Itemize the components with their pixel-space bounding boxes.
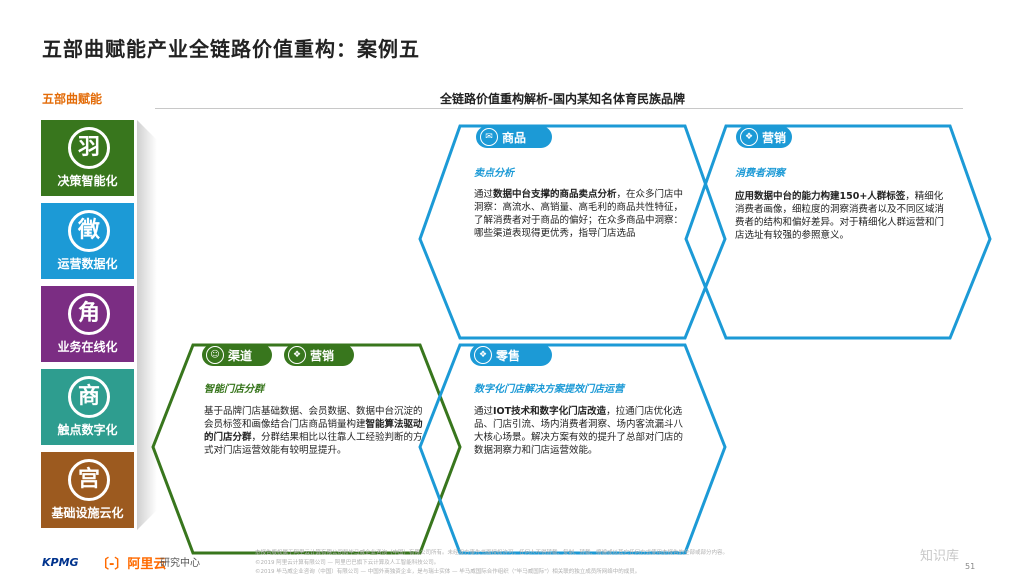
- goods-body: 通过数据中台支撑的商品卖点分析，在众多门店中洞察：高流水、高销量、高毛利的商品共…: [474, 189, 684, 239]
- research-center-label: 研究中心: [160, 558, 200, 569]
- footer-line-3: ©2019 毕马威企业咨询（中国）有限公司 — 中国外商独资企业，是与瑞士实体 …: [255, 569, 641, 575]
- tag-channel-marketing: ❖ 营销: [284, 344, 354, 366]
- page-number: 51: [965, 562, 976, 571]
- retail-body: 通过IOT技术和数字化门店改造，拉通门店优化选品、门店引流、场内消费者洞察、场内…: [474, 406, 684, 456]
- aliyun-logo: 〔-〕阿里云: [96, 557, 167, 572]
- tile-touchpoint: 商 触点数字化: [41, 369, 134, 445]
- marketing-subtitle: 消费者洞察: [735, 168, 785, 179]
- zhi-icon: 徵: [68, 210, 110, 252]
- retail-subtitle: 数字化门店解决方案提效门店运营: [474, 384, 624, 395]
- people-icon: ☺: [206, 346, 224, 364]
- gift-icon: ❖: [740, 128, 758, 146]
- tile-label: 运营数据化: [57, 257, 118, 271]
- watermark: 知识库: [920, 549, 960, 564]
- header-divider: [155, 108, 963, 109]
- channel-body: 基于品牌门店基础数据、会员数据、数据中台沉淀的会员标签和画像结合门店商品销量构建…: [204, 406, 423, 456]
- shang-icon: 商: [68, 376, 110, 418]
- gift-icon: ❖: [474, 346, 492, 364]
- box-icon: ✉: [480, 128, 498, 146]
- marketing-body: 应用数据中台的能力构建150+人群标签，精细化消费者画像，细粒度的洞察消费者以及…: [735, 191, 945, 241]
- tile-operation: 徵 运营数据化: [41, 203, 134, 279]
- tag-marketing: ❖ 营销: [736, 126, 792, 148]
- tile-label: 触点数字化: [57, 423, 118, 437]
- tile-label: 业务在线化: [57, 340, 118, 354]
- tile-infrastructure: 宫 基础设施云化: [41, 452, 134, 528]
- tag-goods: ✉ 商品: [476, 126, 552, 148]
- gong-icon: 宫: [68, 459, 110, 501]
- tile-business: 角 业务在线化: [41, 286, 134, 362]
- hex-channel: [151, 343, 462, 555]
- connector-wedge: [137, 120, 157, 530]
- hex-retail: [418, 343, 727, 555]
- left-section-header: 五部曲赋能: [42, 92, 103, 106]
- goods-subtitle: 卖点分析: [474, 168, 514, 179]
- jue-icon: 角: [68, 293, 110, 335]
- footer-line-1: 本报告版权属于阿里云计算有限公司和毕马威企业咨询（中国）有限公司所有。未经双方事…: [255, 550, 729, 556]
- gift-icon: ❖: [288, 346, 306, 364]
- kpmg-logo: KPMG: [42, 556, 79, 569]
- channel-subtitle: 智能门店分群: [204, 384, 264, 395]
- tile-decision: 羽 决策智能化: [41, 120, 134, 196]
- hex-goods: [418, 124, 727, 340]
- yu-icon: 羽: [68, 127, 110, 169]
- center-section-header: 全链路价值重构解析-国内某知名体育民族品牌: [440, 92, 685, 106]
- tag-retail: ❖ 零售: [470, 344, 552, 366]
- tile-label: 决策智能化: [57, 174, 118, 188]
- tile-label: 基础设施云化: [51, 506, 124, 520]
- tag-channel: ☺ 渠道: [202, 344, 272, 366]
- hex-marketing: [684, 124, 992, 340]
- footer-line-2: ©2019 阿里云计算有限公司 — 阿里巴巴旗下云计算及人工智能科技公司。: [255, 560, 440, 566]
- page-title: 五部曲赋能产业全链路价值重构：案例五: [42, 37, 420, 61]
